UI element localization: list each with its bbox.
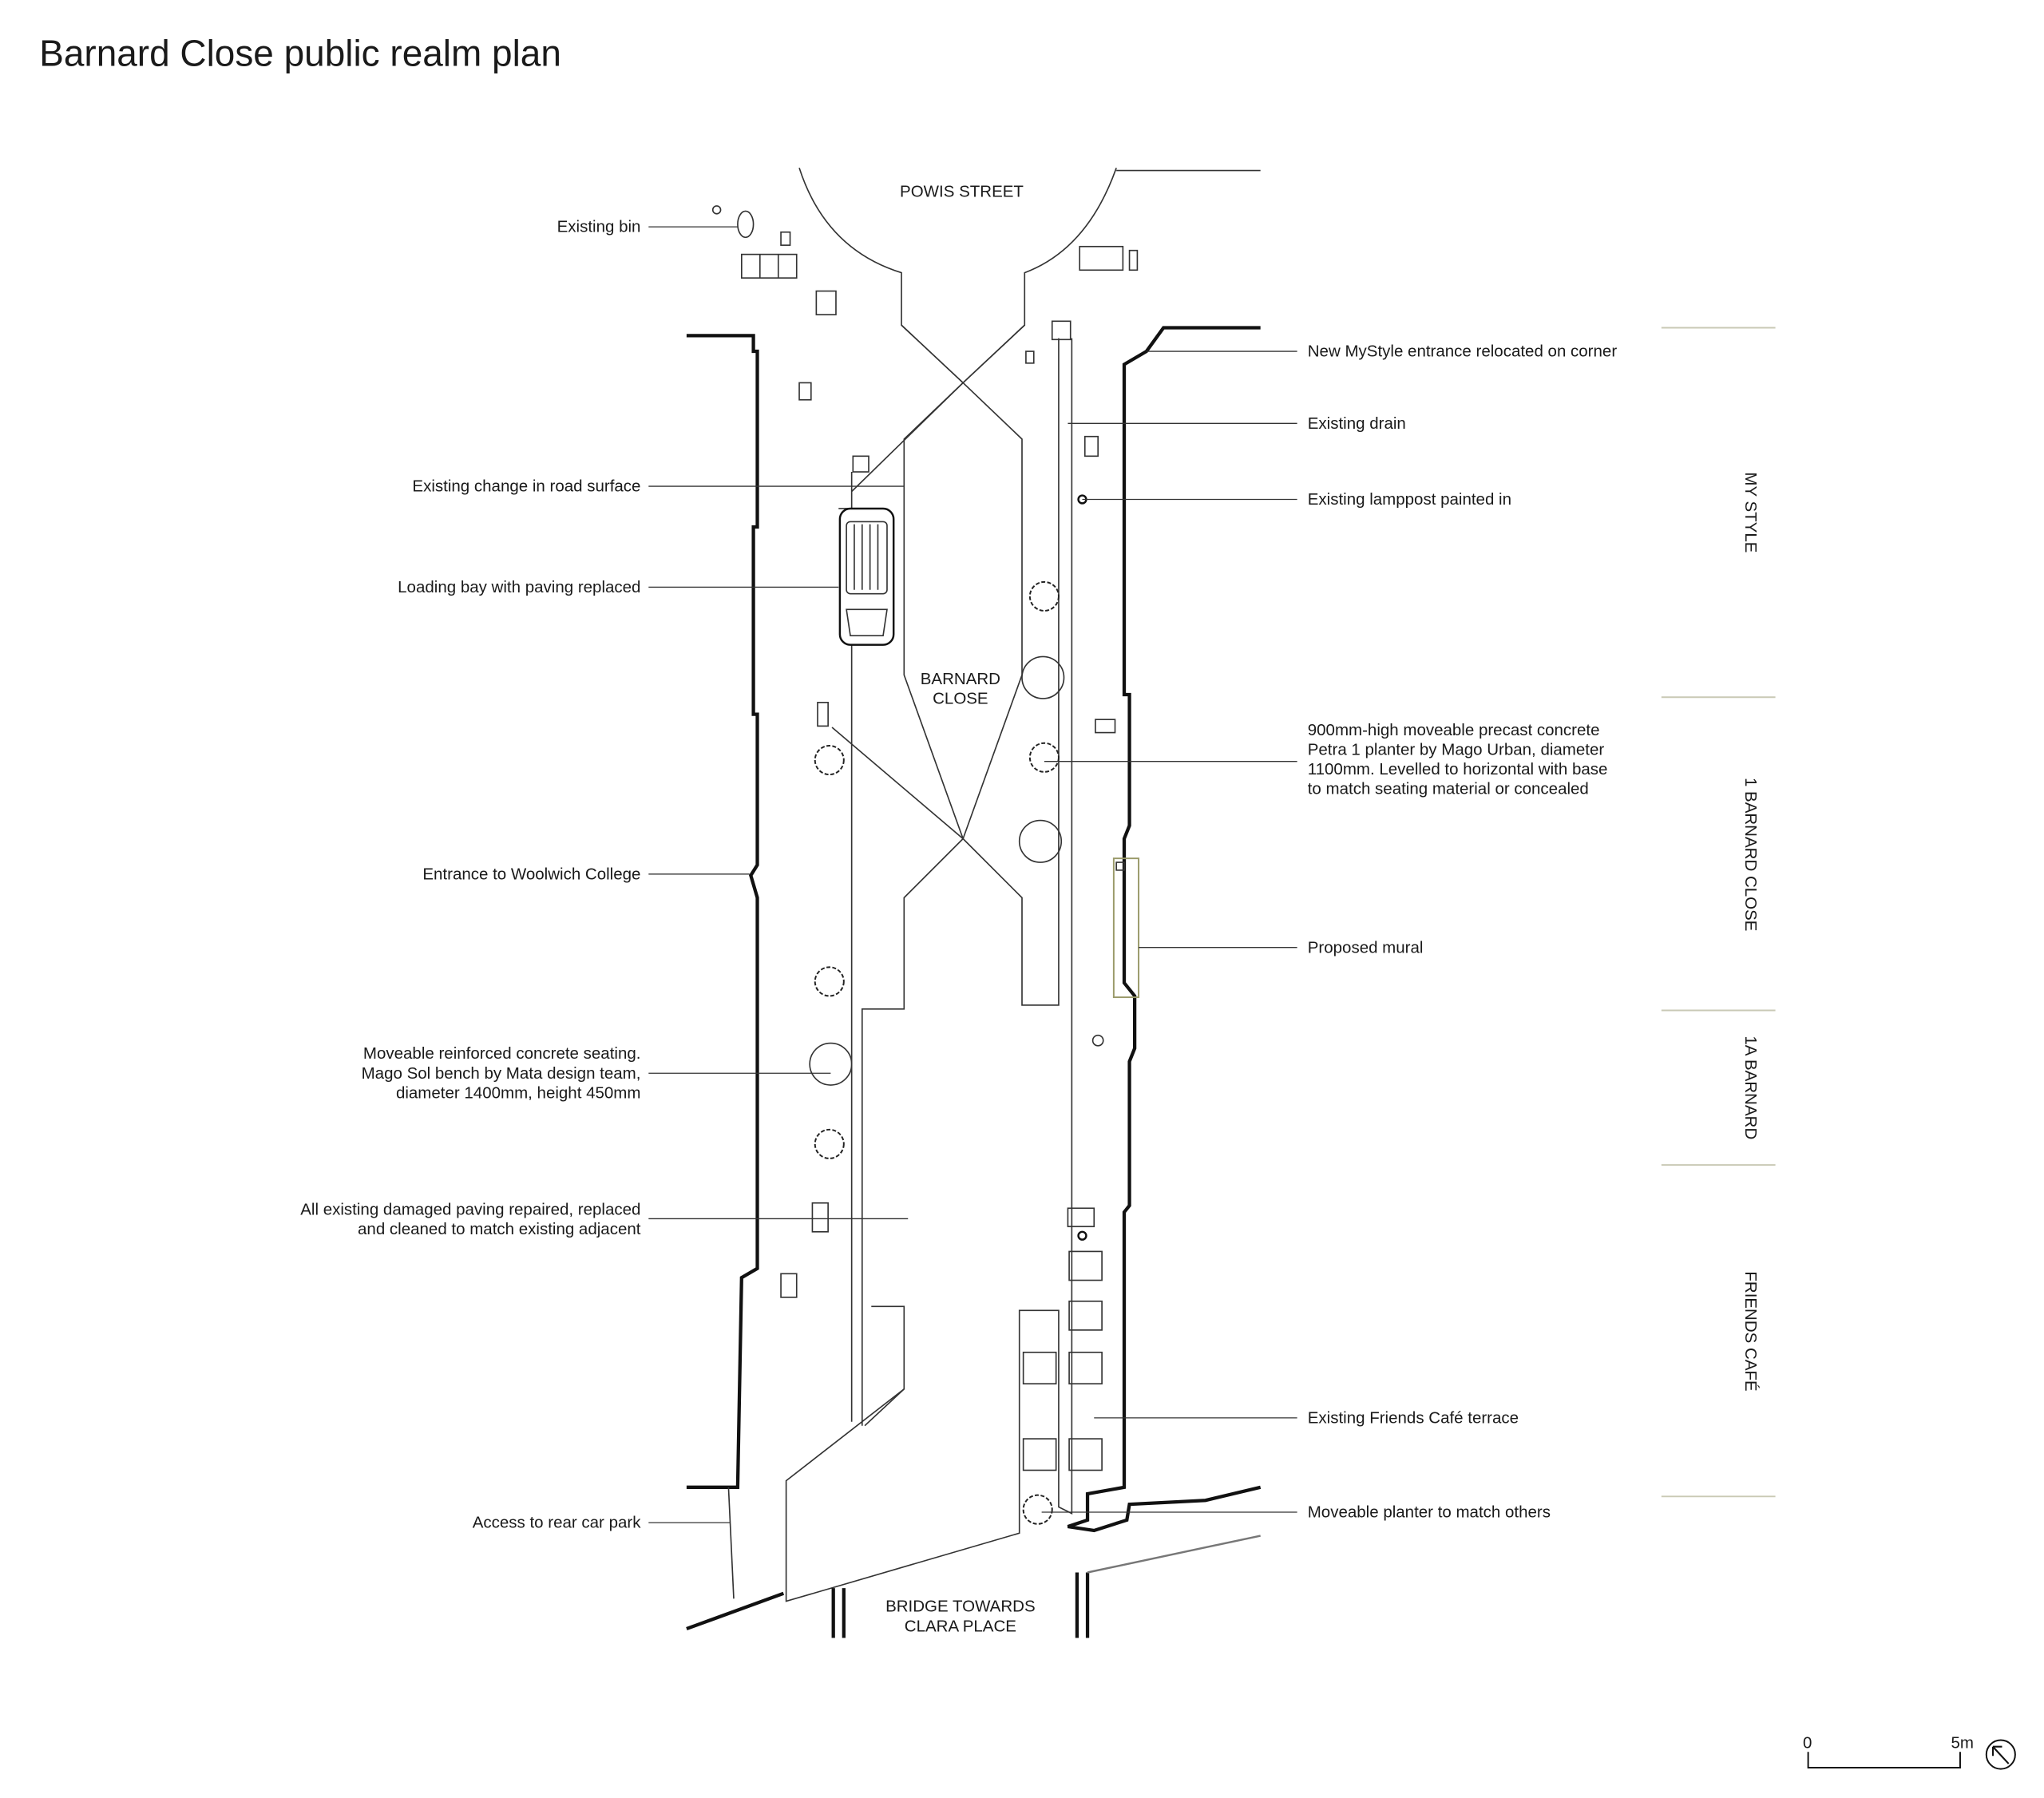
label-seating: diameter 1400mm, height 450mm: [396, 1083, 641, 1102]
label-mural: Proposed mural: [1308, 938, 1424, 956]
building-outlines: [686, 326, 1262, 1638]
label-seating: Mago Sol bench by Mata design team,: [362, 1064, 641, 1083]
label-planter: 1100mm. Levelled to horizontal with base: [1308, 760, 1608, 778]
label-road-surface: Existing change in road surface: [412, 477, 640, 496]
label-lamppost: Existing lamppost painted in: [1308, 490, 1511, 509]
car-icon: [838, 507, 895, 646]
building-1a-barnard: 1A BARNARD: [1741, 1036, 1760, 1139]
label-existing-bin: Existing bin: [557, 218, 641, 236]
bridge-label: CLARA PLACE: [905, 1617, 1016, 1635]
label-loading-bay: Loading bay with paving replaced: [398, 578, 640, 596]
right-annotations: New MyStyle entrance relocated on corner…: [1041, 343, 1618, 1522]
label-planter-match: Moveable planter to match others: [1308, 1503, 1551, 1522]
label-planter: Petra 1 planter by Mago Urban, diameter: [1308, 740, 1605, 758]
scale-bar: 0 5m: [1803, 1733, 1974, 1768]
mural-area: [1112, 857, 1140, 999]
bridge-label: BRIDGE TOWARDS: [885, 1598, 1036, 1616]
page-title: Barnard Close public realm plan: [39, 32, 561, 73]
road-geometry: [785, 168, 1261, 1602]
scale-start: 0: [1803, 1733, 1812, 1752]
label-drain: Existing drain: [1308, 414, 1406, 433]
label-paving: and cleaned to match existing adjacent: [358, 1220, 641, 1238]
building-labels: MY STYLE 1 BARNARD CLOSE 1A BARNARD FRIE…: [1661, 327, 1776, 1498]
label-car-park: Access to rear car park: [473, 1514, 642, 1532]
building-friends-cafe: FRIENDS CAFÉ: [1741, 1271, 1760, 1391]
label-mystyle-entrance: New MyStyle entrance relocated on corner: [1308, 343, 1618, 361]
north-arrow-icon: [1985, 1739, 2016, 1770]
building-my-style: MY STYLE: [1741, 472, 1760, 552]
label-planter: 900mm-high moveable precast concrete: [1308, 721, 1600, 739]
benches: [809, 655, 1065, 1086]
left-annotations: Existing bin Existing change in road sur…: [300, 218, 909, 1532]
label-seating: Moveable reinforced concrete seating.: [363, 1044, 641, 1063]
street-furniture: [711, 205, 1139, 1471]
planters: [814, 580, 1060, 1525]
label-planter: to match seating material or concealed: [1308, 780, 1589, 798]
label-paving: All existing damaged paving repaired, re…: [300, 1200, 640, 1218]
label-terrace: Existing Friends Café terrace: [1308, 1408, 1519, 1427]
powis-street-label: POWIS STREET: [900, 182, 1024, 200]
label-entrance-college: Entrance to Woolwich College: [422, 865, 640, 883]
scale-end: 5m: [1951, 1733, 1973, 1752]
barnard-close-label: CLOSE: [933, 689, 988, 707]
barnard-close-label: BARNARD: [921, 670, 1000, 688]
building-1-barnard-close: 1 BARNARD CLOSE: [1741, 778, 1760, 932]
